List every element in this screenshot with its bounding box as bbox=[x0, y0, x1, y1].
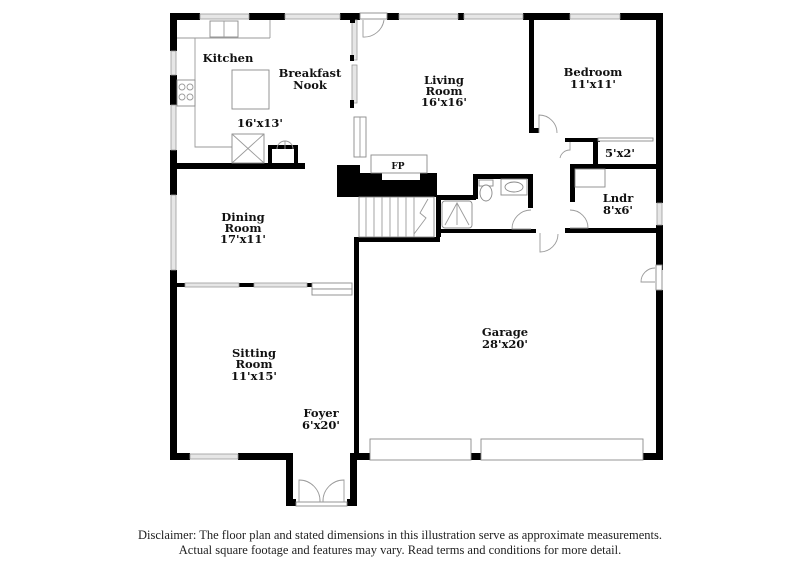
foyer-dimensions: 6'x20' bbox=[302, 418, 340, 432]
garage-dimensions: 28'x20' bbox=[482, 337, 528, 351]
toilet-icon bbox=[479, 184, 493, 202]
sitting-room-dimensions: 11'x15' bbox=[231, 369, 277, 383]
living-room-label-1: Living bbox=[424, 73, 464, 87]
disclaimer-line-2: Actual square footage and features may v… bbox=[178, 543, 622, 557]
stove-icon bbox=[176, 79, 196, 107]
kitchen-island bbox=[231, 69, 270, 110]
dining-room-dimensions: 17'x11' bbox=[220, 232, 266, 246]
closet-dimensions: 5'x2' bbox=[605, 146, 635, 160]
sitting-room-label-1: Sitting bbox=[232, 346, 276, 360]
fireplace-label: FP bbox=[391, 162, 404, 172]
exterior-walls bbox=[170, 13, 663, 506]
disclaimer-line-1: Disclaimer: The floor plan and stated di… bbox=[138, 528, 662, 542]
living-room-label-2: Room bbox=[425, 84, 462, 98]
kitchen-fixtures bbox=[176, 20, 294, 164]
bedroom-dimensions: 11'x11' bbox=[570, 77, 616, 91]
dining-room-label-1: Dining bbox=[221, 210, 264, 224]
windows bbox=[170, 13, 663, 460]
foyer-label: Foyer bbox=[303, 406, 339, 420]
bathroom-fixtures bbox=[441, 178, 528, 229]
breakfast-nook-label-2: Nook bbox=[293, 78, 328, 92]
garage-label: Garage bbox=[482, 325, 528, 339]
laundry-label: Lndr bbox=[603, 191, 634, 205]
living-room-dimensions: 16'x16' bbox=[421, 95, 467, 109]
sitting-room-label-2: Room bbox=[235, 357, 272, 371]
bedroom-label: Bedroom bbox=[564, 65, 623, 79]
fireplace: FP bbox=[353, 116, 428, 174]
room-labels: Kitchen Breakfast Nook 16'x13' Living Ro… bbox=[203, 51, 635, 432]
garage-doors bbox=[369, 438, 644, 461]
interior-openings bbox=[184, 282, 353, 296]
staircase bbox=[358, 196, 435, 238]
basin-icon bbox=[504, 181, 524, 193]
doors bbox=[295, 114, 663, 507]
kitchen-label: Kitchen bbox=[203, 51, 254, 65]
living-room-entry-door bbox=[359, 12, 388, 38]
laundry-dimensions: 8'x6' bbox=[603, 203, 633, 217]
breakfast-nook-dimensions: 16'x13' bbox=[237, 116, 283, 130]
interior-walls bbox=[170, 13, 658, 460]
breakfast-nook-label-1: Breakfast bbox=[279, 66, 342, 80]
dining-room-label-2: Room bbox=[224, 221, 261, 235]
